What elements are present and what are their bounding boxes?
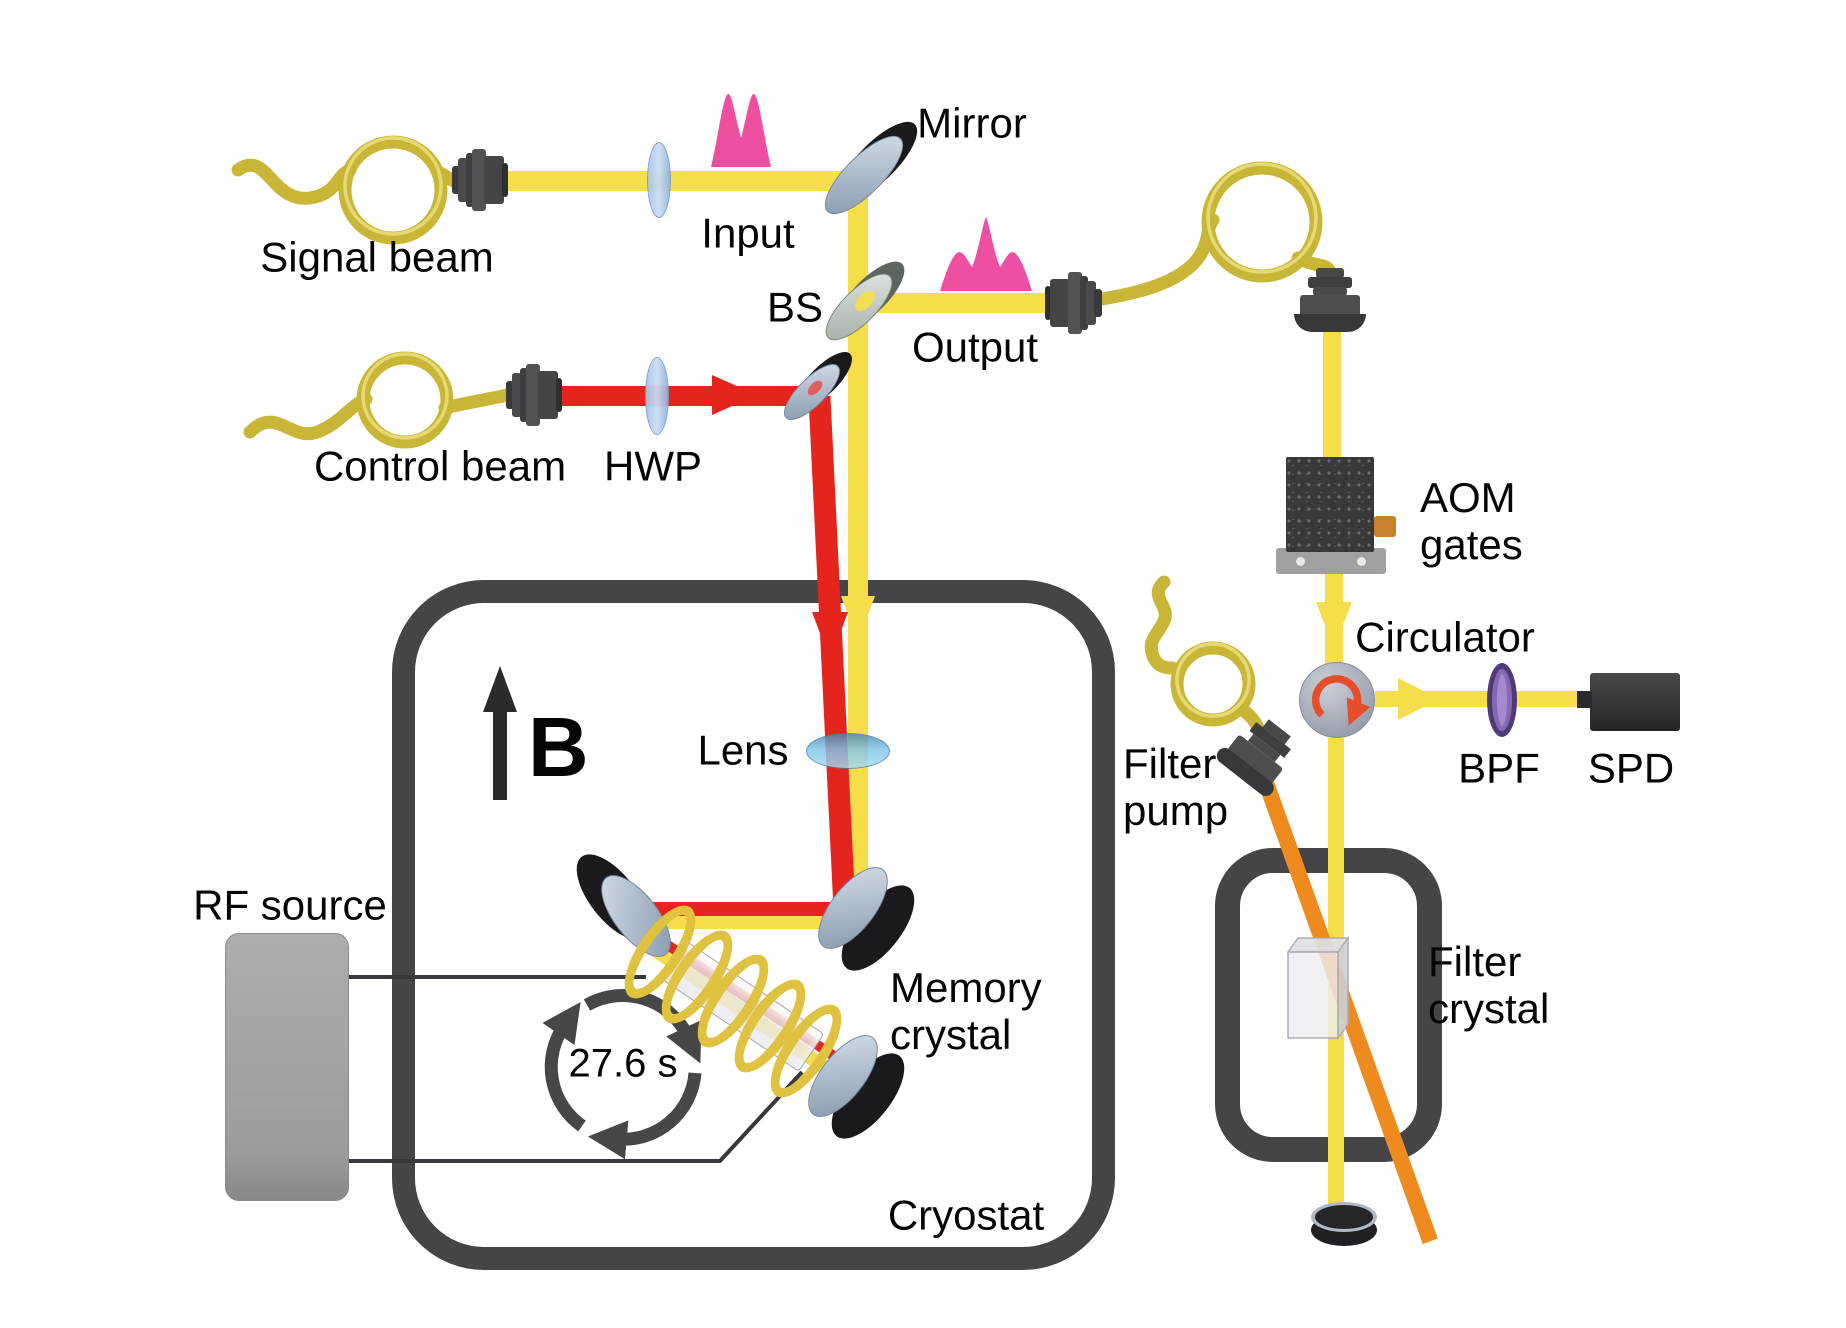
control-fiber xyxy=(243,351,519,449)
label-memory-crystal: Memory crystal xyxy=(890,964,1042,1058)
signal-beam-vertical xyxy=(848,176,868,914)
aom-feed-beam xyxy=(1323,332,1341,460)
label-bpf: BPF xyxy=(1458,744,1540,792)
label-memory-crystal-line2: crystal xyxy=(890,1011,1012,1059)
b-field-arrowhead-icon xyxy=(483,666,517,712)
label-filter-pump-line2: pump xyxy=(1123,787,1229,835)
control-beam-arrow-icon xyxy=(712,375,757,415)
rf-source-box xyxy=(225,933,349,1201)
label-aom-line2: gates xyxy=(1420,521,1523,569)
label-bs: BS xyxy=(766,283,824,331)
label-aom-gates: AOM gates xyxy=(1420,474,1523,568)
spd-input-nub xyxy=(1577,691,1592,708)
output-beam xyxy=(872,293,1048,313)
rf-wire-bottom xyxy=(349,1070,804,1163)
cavity-beam-red-horizontal xyxy=(642,902,858,916)
label-rf-source: RF source xyxy=(193,881,387,929)
focusing-lens xyxy=(806,733,890,769)
label-storage-time: 27.6 s xyxy=(568,1041,678,1086)
label-circulator: Circulator xyxy=(1355,613,1535,661)
bandpass-filter-sheen xyxy=(1497,674,1507,726)
label-signal-beam: Signal beam xyxy=(260,233,494,281)
label-filter-crystal-line1: Filter xyxy=(1428,938,1522,985)
label-filter-crystal-line2: crystal xyxy=(1428,985,1550,1033)
signal-fiber xyxy=(231,135,465,245)
signal-beam-top xyxy=(500,171,870,191)
storage-cycle-arrows-icon xyxy=(542,989,702,1160)
output-pulse-icon xyxy=(940,217,1032,291)
retrieved-signal-right-arrow-icon xyxy=(1398,678,1440,720)
label-spd: SPD xyxy=(1587,744,1675,792)
label-filter-crystal: Filter crystal xyxy=(1428,938,1549,1032)
label-input: Input xyxy=(701,209,795,257)
aom-rf-knob xyxy=(1374,516,1396,537)
filter-crystal xyxy=(1286,935,1350,1041)
aom-module xyxy=(1286,457,1374,552)
circulator-rotation-arrow-icon xyxy=(1311,675,1371,726)
label-b-field: B xyxy=(528,700,589,794)
input-pulse-icon xyxy=(711,93,771,167)
label-filter-pump-line1: Filter xyxy=(1123,740,1217,787)
label-control-beam: Control beam xyxy=(313,442,567,490)
half-wave-plate xyxy=(645,357,669,435)
aom-base-screw-icon xyxy=(1296,557,1305,566)
aom-base-plate xyxy=(1276,548,1386,574)
gated-signal-down-arrow-icon xyxy=(1316,602,1352,648)
label-cryostat: Cryostat xyxy=(887,1191,1045,1239)
label-filter-pump: Filter pump xyxy=(1123,740,1228,834)
filter-path-mirror xyxy=(1315,1205,1373,1229)
cryostat-enclosure xyxy=(392,580,1115,1270)
input-waveplate xyxy=(647,142,671,218)
label-hwp: HWP xyxy=(604,442,702,490)
cavity-beam-yellow-horizontal xyxy=(648,915,858,929)
control-down-arrow-icon xyxy=(812,612,848,660)
b-field-arrow-icon xyxy=(493,708,507,800)
label-aom-line1: AOM xyxy=(1420,474,1516,521)
label-mirror: Mirror xyxy=(917,99,1027,147)
spd-detector xyxy=(1590,673,1680,731)
aom-base-screw-icon xyxy=(1357,557,1366,566)
label-lens: Lens xyxy=(697,726,789,774)
label-memory-crystal-line1: Memory xyxy=(890,964,1042,1011)
filter-pump-collimator xyxy=(1216,719,1291,796)
label-output: Output xyxy=(911,323,1039,371)
